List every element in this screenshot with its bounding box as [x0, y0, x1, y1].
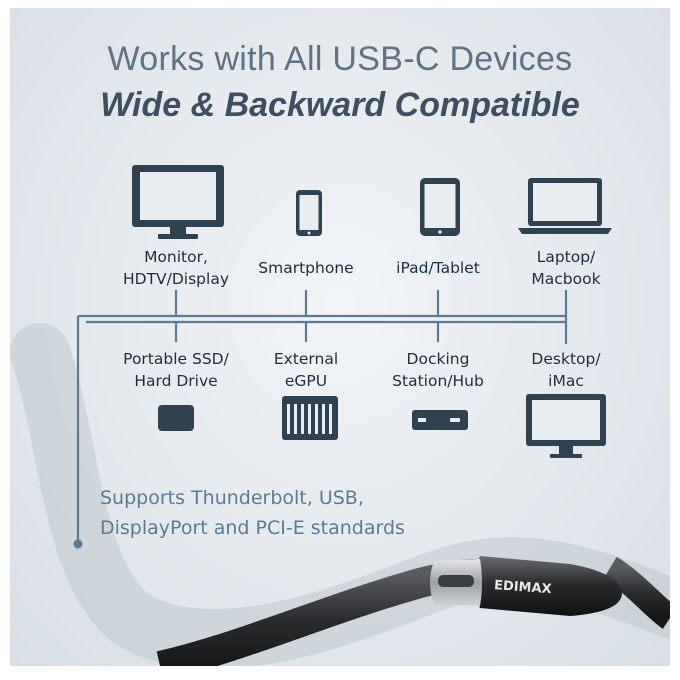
device-label-line: Macbook — [531, 270, 601, 288]
device-label-laptop: Laptop/ Macbook — [506, 246, 626, 290]
device-label-line: iPad/Tablet — [396, 259, 480, 277]
device-label-line: Desktop/ — [531, 350, 601, 368]
device-label-desktop: Desktop/ iMac — [506, 348, 626, 392]
device-label-line: External — [273, 350, 339, 368]
illustration: EDIMAX — [10, 165, 670, 666]
device-label-line: Portable SSD/ — [123, 350, 229, 368]
page-title: Works with All USB-C Devices — [107, 40, 573, 78]
device-label-tablet: iPad/Tablet — [376, 257, 500, 279]
monitor-icon — [132, 165, 224, 239]
device-label-line: Laptop/ — [536, 248, 596, 266]
standards-note-line: DisplayPort and PCI-E standards — [100, 517, 405, 539]
device-label-line: iMac — [548, 372, 584, 390]
egpu-icon — [282, 396, 338, 440]
device-label-ssd: Portable SSD/ Hard Drive — [106, 348, 246, 392]
ssd-icon — [158, 405, 194, 431]
tablet-icon — [420, 178, 460, 236]
device-label-line: Monitor, — [144, 248, 208, 266]
smartphone-icon — [296, 190, 322, 236]
connection-lines — [73, 290, 568, 549]
device-label-monitor: Monitor, HDTV/Display — [106, 246, 246, 290]
usb-c-cable-tail — [602, 556, 670, 629]
device-label-line: Hard Drive — [134, 372, 218, 390]
device-label-line: eGPU — [284, 372, 328, 390]
laptop-icon — [518, 178, 612, 234]
desktop-icon — [526, 394, 606, 458]
page-subtitle: Wide & Backward Compatible — [100, 86, 580, 124]
brand-logo: EDIMAX — [494, 578, 552, 597]
device-label-line: HDTV/Display — [122, 270, 230, 288]
docking-station-icon — [412, 410, 468, 430]
device-label-line: Station/Hub — [392, 372, 484, 390]
device-label-smartphone: Smartphone — [246, 257, 366, 279]
usb-c-connector: EDIMAX — [430, 556, 622, 616]
device-label-line: Smartphone — [258, 259, 354, 277]
device-label-egpu: External eGPU — [246, 348, 366, 392]
device-label-docking: Docking Station/Hub — [376, 348, 500, 392]
standards-note: Supports Thunderbolt, USB, DisplayPort a… — [100, 483, 405, 543]
product-banner: EDIMAX — [10, 8, 670, 666]
standards-note-line: Supports Thunderbolt, USB, — [100, 487, 364, 509]
device-label-line: Docking — [406, 350, 470, 368]
